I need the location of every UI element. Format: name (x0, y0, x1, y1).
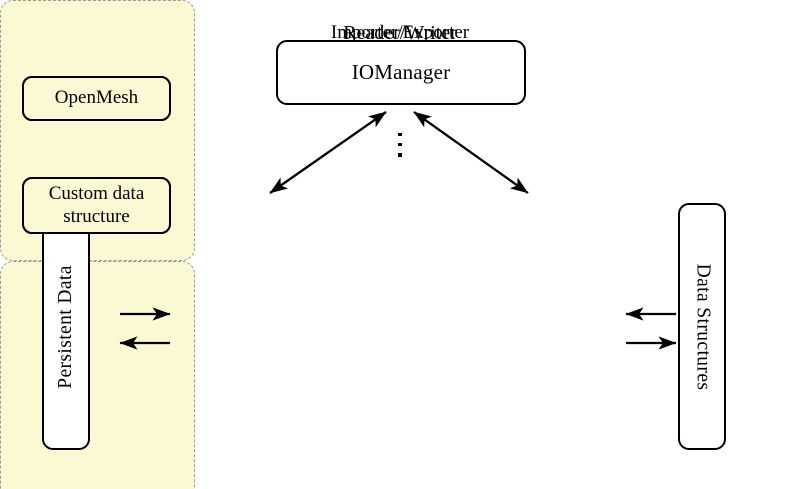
ellipsis-importer-exporter (0, 133, 800, 157)
panel-importer-exporter-title: Importer/Exporter (330, 22, 470, 43)
data-structures-label: Data Structures (692, 263, 714, 390)
node-persistent-data[interactable]: Persistent Data (42, 203, 90, 450)
panel-reader-writer-title: Reader/Writer (343, 22, 457, 44)
item-openmesh[interactable]: OpenMesh (22, 76, 171, 121)
item-custom-data-structure[interactable]: Custom data structure (22, 177, 171, 234)
item-custom-data-structure-label: Custom data structure (49, 183, 145, 228)
item-custom-data-structure-line1: Custom data (48, 183, 145, 205)
node-iomanager[interactable]: IOManager (276, 40, 526, 105)
node-data-structures[interactable]: Data Structures (678, 203, 726, 450)
iomanager-label: IOManager (351, 60, 451, 84)
item-custom-data-structure-line2: structure (63, 205, 130, 227)
persistent-data-label: Persistent Data (55, 264, 77, 389)
panel-importer-exporter[interactable]: Importer/Exporter OpenMesh Custom data s… (0, 22, 469, 489)
item-openmesh-label: OpenMesh (54, 87, 139, 109)
